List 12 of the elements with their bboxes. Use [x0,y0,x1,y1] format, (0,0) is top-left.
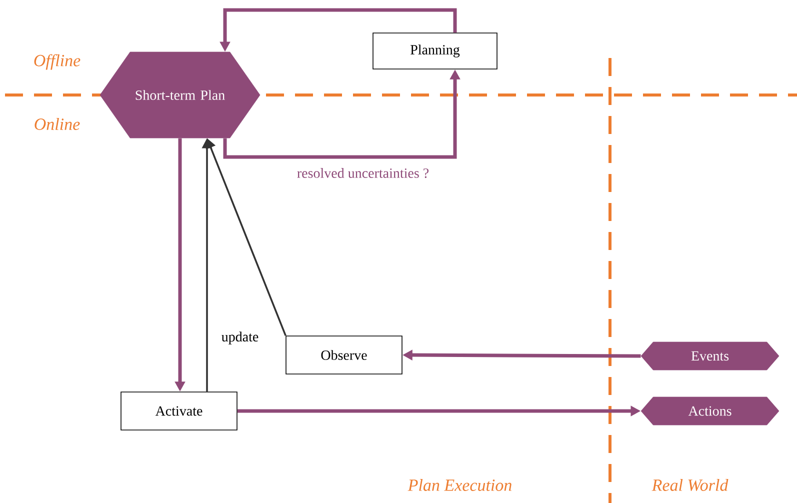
process-box: Observe [286,336,402,374]
region-label: Real World [652,478,728,492]
process-box: Activate [120,392,238,430]
edge-label: resolved uncertainties ? [296,167,430,179]
edge-label: update [220,330,260,346]
process-box: Planning [372,32,498,70]
region-label: Offline [34,54,80,70]
region-label: Plan Execution [408,479,512,491]
region-label: Online [34,118,80,130]
hexagon-node: Events [640,342,780,370]
hexagon-node: Short-term Plan [100,52,260,138]
hexagon-node: Actions [640,396,780,426]
